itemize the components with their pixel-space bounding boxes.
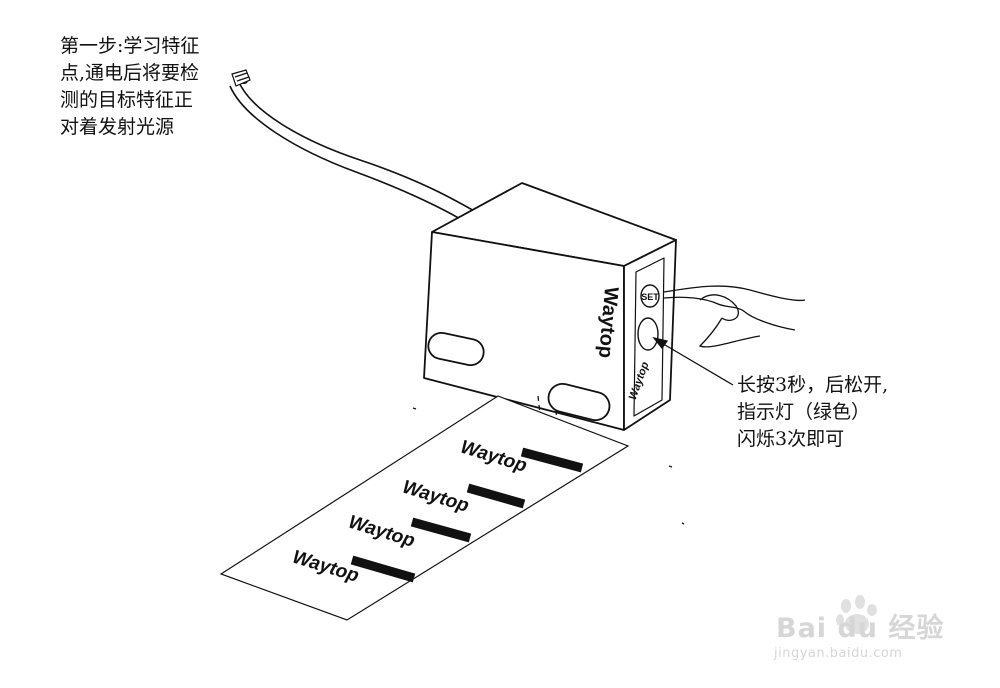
watermark-paw-icon bbox=[836, 595, 877, 634]
hold-instruction-line: 闪烁3次即可 bbox=[737, 428, 845, 450]
pressing-finger bbox=[663, 285, 806, 348]
callout-arrow bbox=[652, 336, 734, 386]
label-item-bar bbox=[350, 555, 416, 583]
front-right-window bbox=[547, 382, 611, 422]
label-item-bar bbox=[410, 517, 472, 543]
step-instruction-line: 第一步:学习特征 bbox=[60, 35, 200, 57]
hold-instruction-line: 指示灯（绿色） bbox=[737, 401, 871, 423]
set-button-label: SET bbox=[641, 292, 659, 302]
step-instruction-line: 测的目标特征正 bbox=[60, 89, 194, 111]
label-strip bbox=[219, 395, 630, 621]
watermark-url: jingyan.baidu.com bbox=[774, 646, 903, 661]
cable bbox=[229, 72, 477, 221]
sensor-body bbox=[423, 182, 677, 431]
cable-connector bbox=[231, 69, 251, 87]
step-instruction-line: 点,通电后将要检 bbox=[60, 62, 200, 84]
step-instruction: 第一步:学习特征 点,通电后将要检 测的目标特征正 对着发射光源 bbox=[60, 33, 199, 141]
label-item-bar bbox=[520, 447, 584, 473]
hold-instruction-line: 长按3秒，后松开, bbox=[737, 374, 889, 396]
step-instruction-line: 对着发射光源 bbox=[60, 116, 175, 138]
set-button[interactable]: SET bbox=[640, 284, 660, 308]
watermark-logo: Bai du 经验 bbox=[776, 613, 945, 644]
hold-button-instruction: 长按3秒，后松开, 指示灯（绿色） 闪烁3次即可 bbox=[737, 372, 888, 453]
indicator-light bbox=[637, 317, 659, 351]
label-item-bar bbox=[466, 483, 526, 509]
front-left-window bbox=[427, 331, 485, 367]
stray-marks bbox=[412, 407, 685, 525]
